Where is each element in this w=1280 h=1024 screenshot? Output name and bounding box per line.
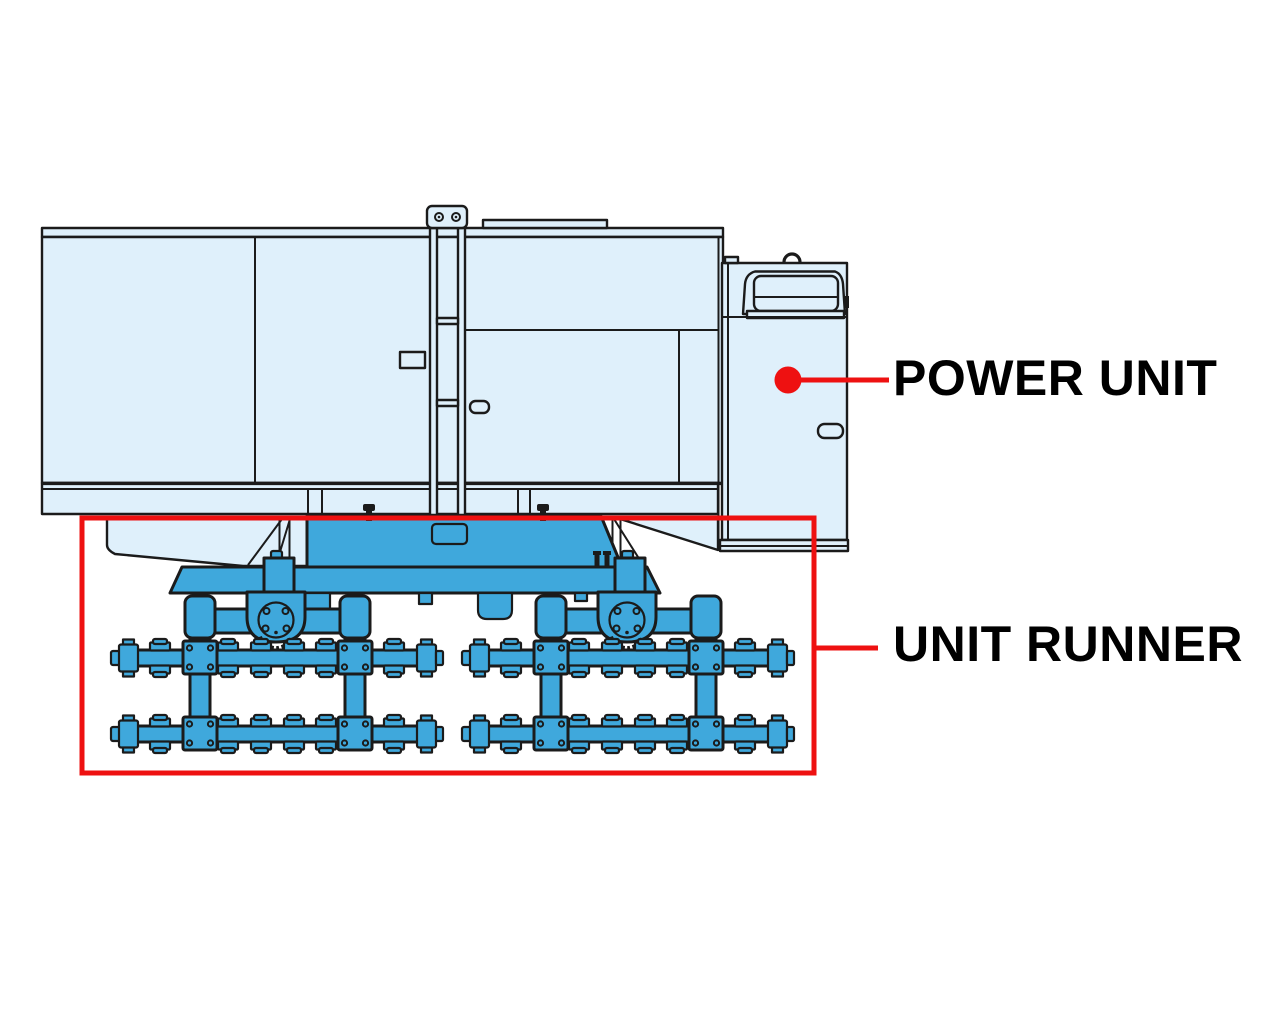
ladder: [425, 204, 469, 517]
power-unit-handle: [816, 422, 845, 440]
power-unit-label: POWER UNIT: [893, 350, 1218, 406]
door-handle: [468, 399, 491, 415]
roof-plate: [481, 218, 609, 230]
side-latch: [844, 296, 849, 308]
ladder-bracket: [425, 204, 469, 230]
body-housing: [40, 235, 725, 485]
power-unit: [718, 252, 850, 553]
under-wedge: [615, 516, 720, 552]
lift-ring-icon: [782, 252, 802, 263]
machine-body: [40, 204, 725, 568]
access-plate: [398, 350, 427, 370]
power-unit-cover: [741, 270, 847, 320]
beam-tab: [573, 591, 589, 603]
body-top-strip: [40, 226, 725, 239]
beam-tab: [417, 591, 434, 606]
roof-tab: [723, 255, 740, 265]
unit-runner-label: UNIT RUNNER: [893, 616, 1243, 672]
body-skirt: [40, 481, 720, 516]
annotations: [79, 366, 889, 776]
unit-runner: [111, 504, 794, 753]
beam-pad: [476, 591, 514, 621]
power-unit-marker-dot: [774, 366, 802, 394]
carriage-beam: [168, 565, 662, 595]
brace-cable: [247, 518, 283, 566]
carriage-plate: [430, 522, 469, 546]
